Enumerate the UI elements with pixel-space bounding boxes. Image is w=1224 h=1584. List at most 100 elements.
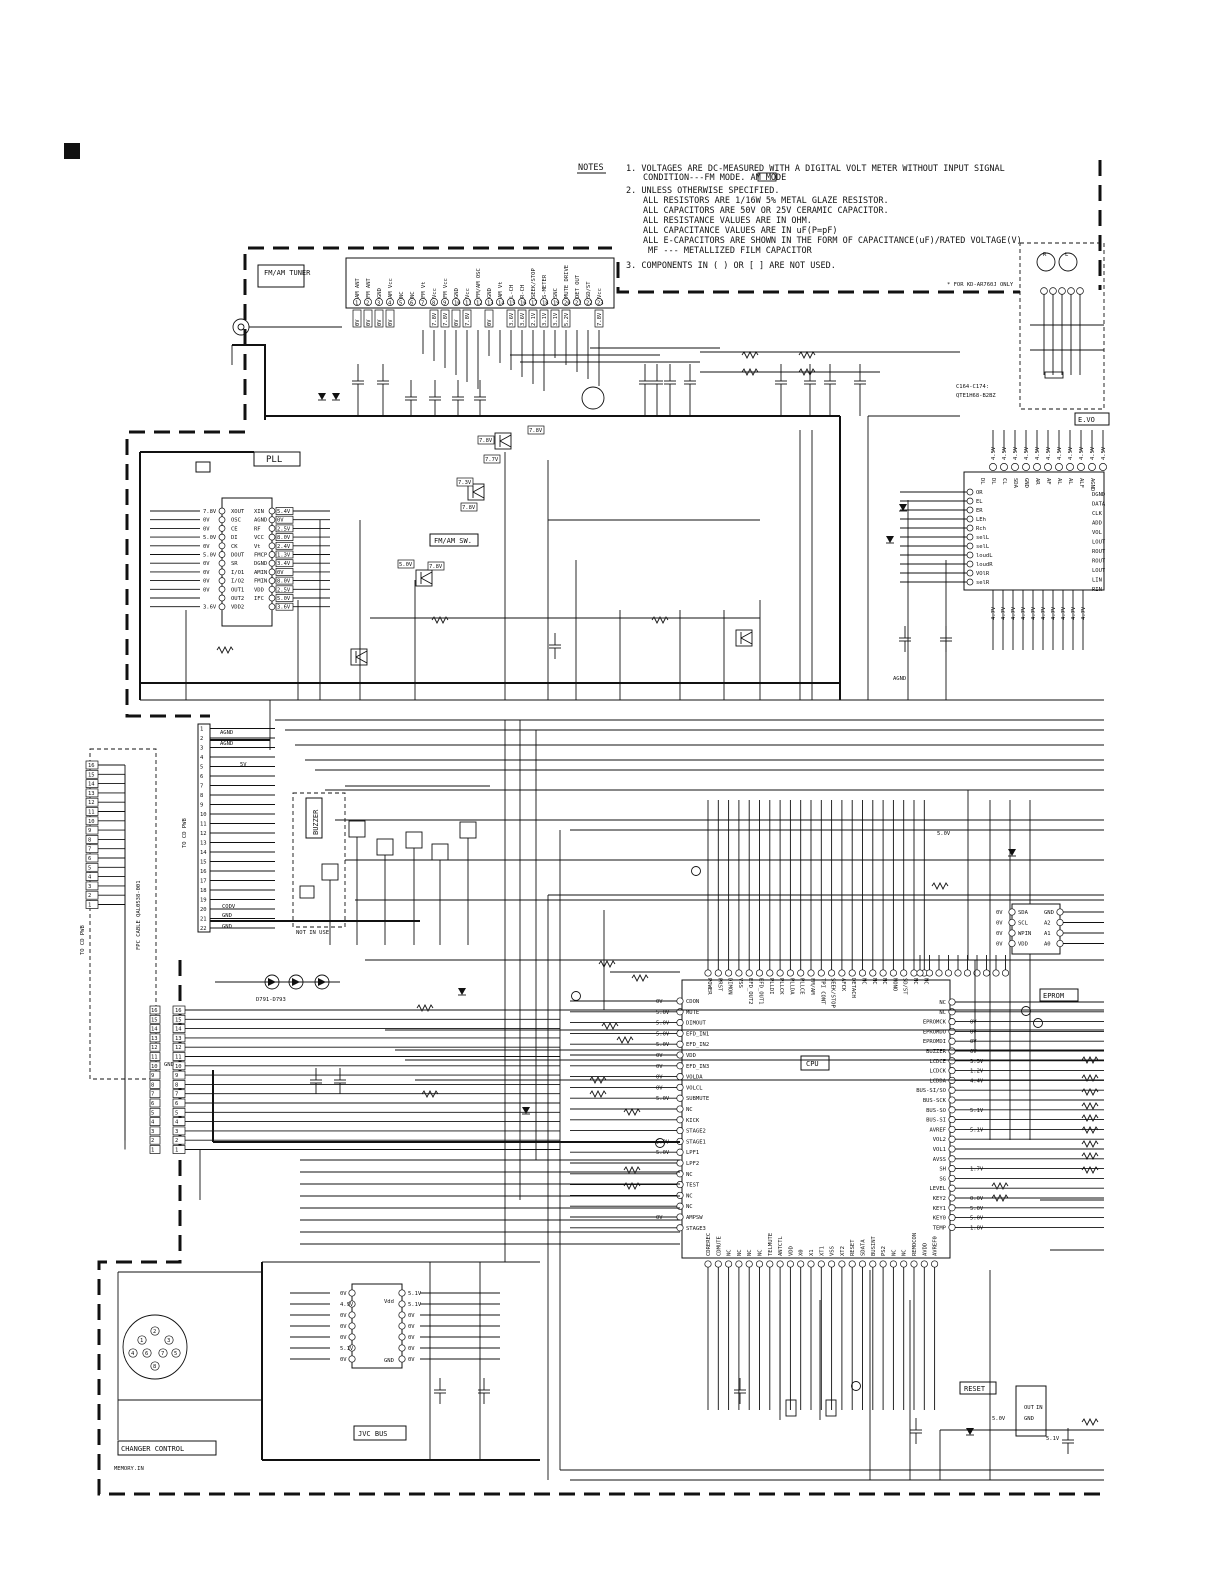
svg-text:5.0V: 5.0V [970,1216,984,1222]
svg-text:12: 12 [476,301,483,307]
svg-text:0V: 0V [656,999,663,1005]
cpu-top-pin: DETACH [850,978,856,998]
jack-r [1036,252,1056,272]
pll-pin-right: VDD [254,587,264,593]
svg-text:4.5V: 4.5V [1002,446,1008,460]
pll-ic: PLL XOUT7.8VOSC0VCE0VDI5.0VCK0VDOUT5.0VS… [150,451,330,627]
changer-pin: 6 [200,774,203,780]
svg-text:7: 7 [421,301,424,307]
din-pin [150,1326,160,1336]
svg-text:6: 6 [145,1351,148,1357]
tuner-pin-label: SNC [553,288,559,298]
driver-transistor [405,831,423,849]
notes-line-10: 3. COMPONENTS IN ( ) OR [ ] ARE NOT USED… [626,261,836,271]
tuner-voltage: 2.1V [531,312,537,326]
cpu-left-pin: STAGE2 [686,1129,706,1135]
svg-text:7: 7 [88,847,91,853]
svg-text:0V: 0V [408,1313,415,1319]
evol-right-pin: DATA [1092,502,1106,508]
svg-text:5.1V: 5.1V [970,1108,984,1114]
svg-text:7.8V: 7.8V [203,509,217,515]
svg-text:1.8V: 1.8V [970,1225,984,1231]
pll-pin-right: AMIN [254,570,267,576]
evol-left-pin: selL [976,535,990,541]
changer-pin: 2 [200,736,203,742]
evol-right-pin: LOUT [1092,568,1106,574]
evol-left-pin: ER [976,508,983,514]
crystal-icon [825,1399,837,1417]
pll-pin-right: XIN [254,509,264,515]
resistor [623,1107,641,1117]
svg-text:5.1V: 5.1V [1046,1436,1060,1442]
cpu-left-pin: SUBMUTE [686,1096,709,1102]
resistor [1081,1151,1099,1161]
svg-text:0V: 0V [408,1357,415,1363]
svg-text:R: R [1043,252,1047,258]
svg-text:15: 15 [88,772,95,778]
tuner-voltage: 7.8V [443,312,449,326]
din-pin [171,1348,181,1358]
tuner-voltage: 7.8V [465,312,471,326]
cpu-top-pin: EFD_OUT2 [747,978,753,1005]
eprom-pin-left: VDD [1018,942,1028,948]
resistor [651,615,669,625]
svg-text:7.8V: 7.8V [479,438,493,444]
tuner-pin-label: L-CH [509,285,515,298]
changer-pin: 13 [200,841,207,847]
svg-text:3: 3 [167,1338,170,1344]
tuner-pin-label: NC [410,291,416,298]
evol-top-pin: AR [1034,478,1040,485]
e-volume-ic: E.VO 4.5VDL4.5VDL4.5VCL4.5VSDA4.5VGND4.5… [900,412,1110,700]
cpu-left-pin: AMPSW [686,1215,703,1221]
tuner-pin-label: R-CH [520,285,526,298]
changer-pin: 8 [200,793,203,799]
evol-top-pin: SDA [1012,478,1018,489]
svg-text:0V: 0V [656,1053,663,1059]
pll-pin-left: I/O1 [231,570,244,576]
svg-text:5.1V: 5.1V [408,1291,422,1297]
tuner-pin [364,298,372,306]
cpu-bottom-pin: ANTCTL [778,1235,784,1256]
evol-top-pin: DL [979,478,985,485]
eprom-pin-right: A2 [1044,921,1051,927]
svg-text:16: 16 [151,1008,158,1014]
svg-text:0V: 0V [656,1215,663,1221]
cpu-bottom-pin: XT2 [840,1246,846,1256]
svg-text:0V: 0V [203,526,210,532]
svg-text:4.5V: 4.5V [1068,446,1074,460]
svg-text:0V: 0V [970,1039,977,1045]
svg-text:2.5V: 2.5V [277,587,291,593]
tuner-pin [496,298,504,306]
resistor [431,615,449,625]
svg-text:3.6V: 3.6V [277,605,291,611]
changer-pin: 7 [200,784,203,790]
cpu-right-pin: EPROMDI [923,1039,946,1045]
pll-pin-right: VCC [254,535,264,541]
svg-text:8: 8 [88,837,91,843]
notes-line-4: ALL RESISTORS ARE 1/16W 5% METAL GLAZE R… [643,196,889,206]
switch-transistor [467,483,485,501]
svg-text:2: 2 [88,893,91,899]
tuner-pin [419,298,427,306]
svg-text:5.0V: 5.0V [656,1021,670,1027]
tuner-voltage: 3.1V [542,312,548,326]
cpu-bottom-pin: CDREREC [706,1233,712,1256]
cpu-right-pin: LEVEL [929,1186,946,1192]
evol-top-pin: DL [990,478,996,485]
memory-in-label: MEMORY.IN [114,1466,144,1472]
svg-text:5.0V: 5.0V [656,1031,670,1037]
din-pin [142,1348,152,1358]
driver-transistor [321,863,339,881]
svg-text:4.7V: 4.7V [1051,606,1057,620]
pll-pin-right: IFC [254,596,264,602]
svg-text:2.5V: 2.5V [277,526,291,532]
cpu-bottom-pin: NC [758,1249,764,1256]
svg-text:6: 6 [175,1101,178,1107]
svg-text:7.8V: 7.8V [462,505,476,511]
svg-text:0V: 0V [656,1075,663,1081]
cpu-top-pin: FM/AM [809,978,815,995]
cpu-left-pin: NC [686,1107,693,1113]
tuner-pin [463,298,471,306]
